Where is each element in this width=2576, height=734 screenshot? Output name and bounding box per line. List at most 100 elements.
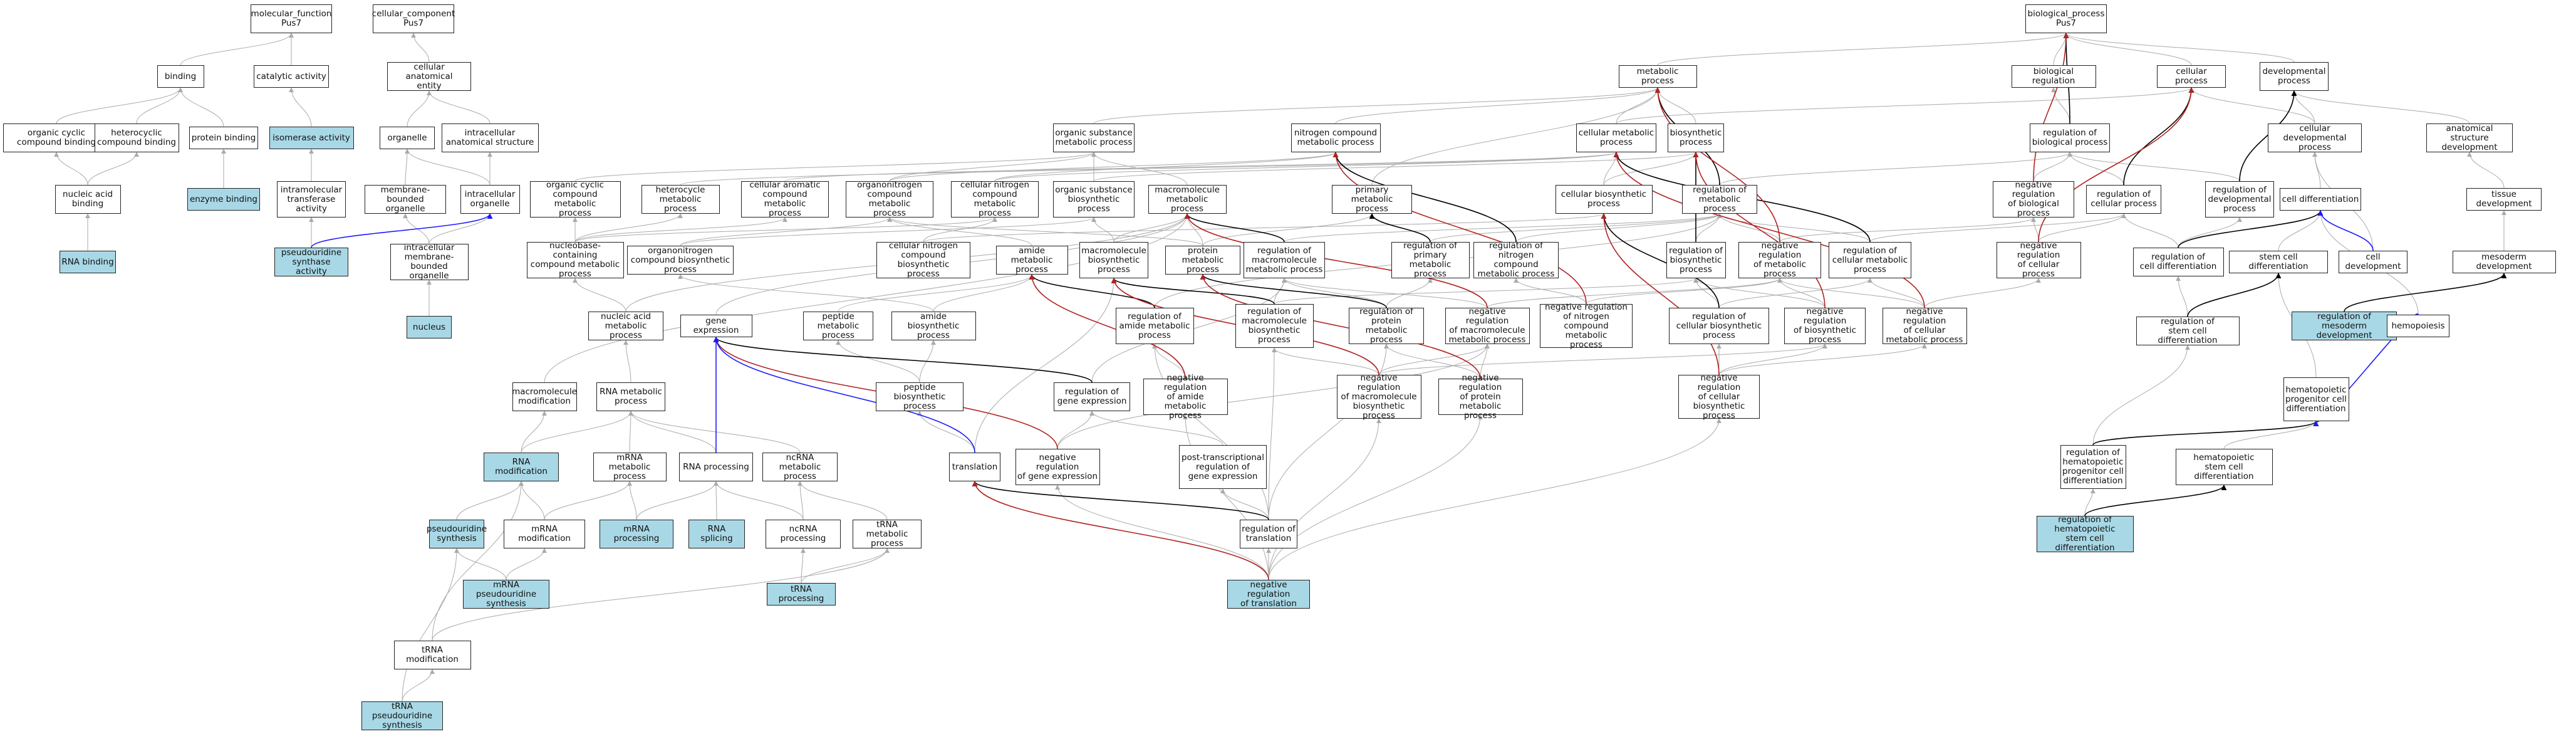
edge-is-a-trnapsynth-to-trnamod [402,669,435,702]
go-term-nbccmp: nucleobase-containing compound metabolic… [526,241,624,279]
go-term-celldiff: cell differentiation [2280,188,2361,211]
edge-is-a-nregcp-to-nregbp [2031,217,2039,243]
go-term-nab: nucleic acid binding [55,185,121,214]
edge-negatively-regulates-nregbp-to-bp [2033,33,2069,182]
edge-positively-regulates-celldevel-to-celldiff [2317,210,2374,251]
edge-is-a-ncrnaproc-to-ncrnamp [797,481,804,520]
edge-is-a-nregcmp-to-nregcp [1924,278,2041,308]
go-term-catalytic: catalytic activity [254,65,329,88]
edge-is-a-regpmp-to-regmp [1430,213,1722,243]
go-term-reggeneexp: regulation of gene expression [1054,382,1130,411]
go-term-rnamod: RNA modification [484,453,559,481]
edge-regulates-regmmp-to-mmp [1184,213,1285,243]
go-term-reghscd: regulation of hematopoietic stem cell di… [2036,515,2134,553]
edge-is-a-regbp-to-breg [2051,87,2070,124]
edge-regulates-regpmp-to-pmp [1369,213,1431,243]
go-term-pmp: primary metabolic process [1332,185,1412,214]
go-term-nregmmp: negative regulation of macromolecule met… [1445,307,1530,345]
go-term-iorg: intracellular organelle [460,185,520,214]
edge-is-a-nregmmp-to-nregmp [1487,278,1782,308]
edge-is-a-mmp-to-osmp [1091,152,1188,186]
edge-is-a-binding-to-mf [180,33,294,66]
go-term-organelle: organelle [380,127,435,149]
go-term-mbp: macromolecule biosynthetic process [1079,242,1148,278]
go-term-regmmp: regulation of macromolecule metabolic pr… [1244,242,1325,278]
go-term-breg: biological regulation [2011,65,2096,88]
edge-is-a-oncmp-to-ncmp [889,152,1338,182]
edge-regulates-regcbp-to-cbp [1601,213,1720,308]
edge-negatively-regulates-nregamp-to-amp [1029,274,1186,379]
go-term-tissuedev: tissue development [2466,188,2542,211]
go-term-regpmp: regulation of primary metabolic process [1391,241,1470,279]
edge-is-a-pmp-to-metab [1371,87,1660,186]
go-term-celldev: cellular developmental process [2268,123,2362,152]
go-term-cellproc: cellular process [2157,65,2226,88]
edge-is-a-iorg-to-organelle [405,149,491,186]
go-term-mmp: macromolecule metabolic process [1148,185,1227,214]
edge-is-a-translation-to-pepbp [917,411,975,453]
edge-negatively-regulates-nregprotmp-to-protmp [1200,274,1481,379]
edge-is-a-mrnapsynth-to-mrnamod [506,548,547,580]
edge-is-a-imbo-to-iorg [428,213,492,244]
go-term-ncmp: nitrogen compound metabolic process [1291,123,1381,152]
go-term-regstem: regulation of stem cell differentiation [2136,317,2240,345]
go-term-psynth: pseudouridine synthesis [427,520,487,548]
edge-is-a-rnasplice-to-rnaproc [714,481,719,520]
edge-positively-regulates-psa-to-iorg [311,213,493,248]
edge-is-a-regdp-to-regbp [2067,152,2240,182]
edge-is-a-regcmp-to-regcp [1869,213,2126,243]
edge-is-a-nregncmp-to-nregmp [1586,278,1782,305]
go-term-occmp: organic cyclic compound metabolic proces… [529,181,621,218]
edge-is-a-pepbp-to-pepmp [836,340,920,383]
edge-regulates-regdp-to-devproc [2239,90,2297,182]
edge-negatively-regulates-nregtrans-to-translation [972,481,1269,580]
go-term-protmp: protein metabolic process [1165,246,1240,275]
go-term-trnamp: tRNA metabolic process [853,520,922,548]
edge-is-a-amidebp-to-amp [933,274,1034,312]
edge-is-a-devproc-to-bp [2064,33,2295,63]
go-term-nregbsp: negative regulation of biosynthetic proc… [1784,307,1866,345]
go-term-regmp: regulation of metabolic process [1682,185,1757,214]
edge-is-a-mrnamod-to-mrnamp [544,481,632,520]
edge-is-a-nregccmp-to-nregbsp [1718,343,1827,375]
edge-is-a-occmp-to-osmp [574,152,1096,182]
edge-is-a-nregtrans-to-nregprotmp [1268,414,1483,580]
edge-is-a-hscd-to-hpcd [2223,421,2319,449]
edge-negatively-regulates-nregmmp-to-mmp [1184,213,1488,308]
edge-is-a-cae-to-cc [411,33,430,63]
go-term-oncmp: organonitrogen compound metabolic proces… [846,181,933,218]
go-term-nregncmp: negative regulation of nitrogen compound… [1540,302,1633,349]
edge-regulates-regmbp-to-mbp [1111,278,1275,305]
go-term-metab: metabolic process [1618,65,1697,88]
edge-is-a-ias-to-cae [427,90,491,124]
edge-is-a-mrnaproc-to-mrnamp [627,481,637,520]
edge-is-a-regtrans-to-regmbp [1268,347,1277,520]
go-term-rnaproc: RNA processing [679,453,753,481]
edge-negatively-regulates-nregncmp-to-ncmp [1332,152,1587,305]
edge-is-a-regcmp-to-regmp [1717,213,1871,243]
edge-is-a-cellmp-to-cellproc [1616,87,2194,124]
go-term-ias: intracellular anatomical structure [441,123,539,152]
go-term-imbo: intracellular membrane-bounded organelle [390,243,469,281]
go-term-regmeso: regulation of mesoderm development [2292,312,2397,340]
edge-is-a-isomerase-to-catalytic [289,87,312,127]
edge-is-a-ptrge-to-reggeneexp [1089,411,1223,446]
go-term-amidebp: amide biosynthetic process [891,312,976,340]
go-term-regmbp: regulation of macromolecule biosynthetic… [1235,304,1314,348]
go-term-cbp: cellular biosynthetic process [1555,185,1653,214]
go-term-regdp: regulation of developmental process [2205,181,2274,218]
edge-is-a-cbp-to-biosyn [1603,152,1698,186]
go-term-psa: pseudouridine synthase activity [274,248,348,276]
go-term-trnapsynth: tRNA pseudouridine synthesis [361,701,443,730]
edge-regulates-regcdiff-to-celldiff [2178,210,2324,248]
edge-negatively-regulates-nregcp-to-cellproc [2038,87,2194,243]
edge-is-a-nregcmp-to-nregmp [1777,278,1925,308]
go-term-pepbp: peptide biosynthetic process [876,382,963,411]
edge-is-a-hccb-to-binding [136,87,183,124]
edge-is-a-regtrans-to-regamp [1152,343,1269,520]
go-term-nregmbp: negative regulation of macromolecule bio… [1336,373,1421,420]
go-term-nreggeneexp: negative regulation of gene expression [1015,449,1100,485]
edge-is-a-regprotmp-to-regpmp [1386,278,1433,308]
edge-is-a-nregmmp-to-regmmp [1282,278,1488,308]
go-term-oncbp: organonitrogen compound biosynthetic pro… [627,246,734,275]
